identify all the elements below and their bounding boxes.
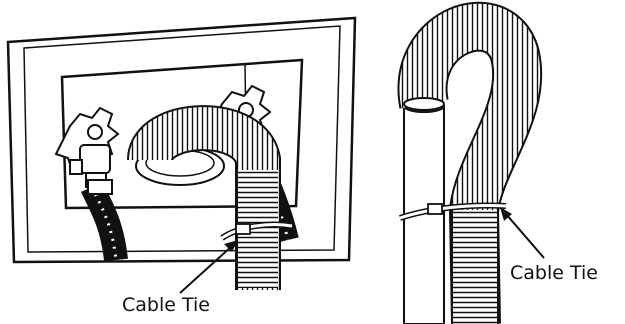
standpipe-scene: [397, 1, 545, 324]
drain-hose-left: [127, 105, 281, 290]
cable-tie-icon: [399, 202, 507, 221]
cable-tie-label-left: Cable Tie: [122, 294, 210, 316]
inlet-hose-left: [81, 179, 128, 262]
callout-arrow-right: [500, 207, 545, 259]
drain-hose-right: [397, 1, 543, 324]
wall-box-scene: [6, 16, 357, 294]
cable-tie-icon: [220, 221, 293, 241]
cable-tie-label-right: Cable Tie: [510, 262, 598, 284]
callout-arrow-left: [179, 240, 238, 294]
